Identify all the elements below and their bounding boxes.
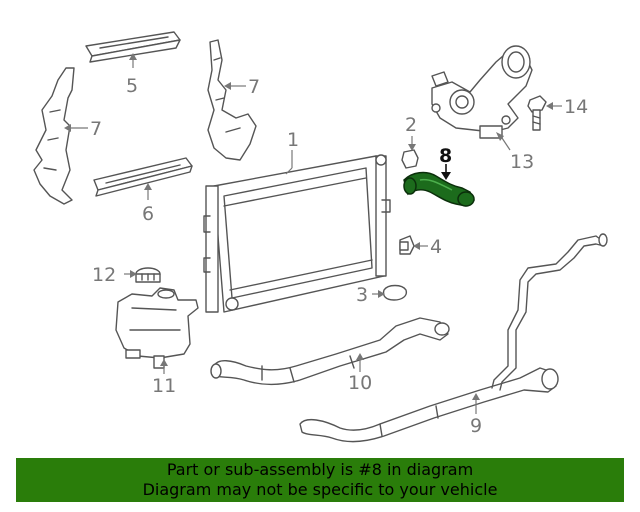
part-13-thermostat-housing	[431, 45, 533, 139]
callout-3: 3	[356, 284, 368, 306]
part-14-bolt	[527, 95, 547, 131]
callout-5: 5	[126, 75, 138, 97]
callout-12: 12	[92, 264, 116, 286]
callout-13: 13	[510, 151, 534, 173]
callout-7-left: 7	[90, 118, 102, 140]
part-9-coolant-tube	[299, 233, 608, 443]
part-7-right-air-seal	[207, 39, 257, 161]
info-banner: Part or sub-assembly is #8 in diagram Di…	[16, 458, 624, 502]
callout-11: 11	[152, 375, 176, 397]
callout-10: 10	[348, 372, 372, 394]
part-8-coolant-hose	[403, 171, 475, 207]
callout-2: 2	[405, 114, 417, 136]
part-5-upper-deflector	[85, 31, 181, 63]
banner-line-1: Part or sub-assembly is #8 in diagram	[166, 460, 474, 479]
callout-6: 6	[142, 203, 154, 225]
part-11-coolant-reservoir	[115, 287, 199, 369]
part-4-clip	[399, 235, 415, 255]
callout-4: 4	[430, 236, 442, 258]
part-6-lower-deflector	[93, 157, 193, 197]
part-3-seal	[382, 284, 408, 301]
part-12-reservoir-cap	[135, 267, 161, 283]
callout-8: 8	[439, 145, 452, 167]
callout-1: 1	[287, 129, 299, 151]
part-10-lower-hose	[210, 317, 450, 386]
parts-diagram: 5 7 7 6 1 2	[33, 31, 608, 443]
part-7-left-air-seal	[33, 67, 75, 205]
banner-line-2: Diagram may not be specific to your vehi…	[142, 480, 498, 499]
callout-9: 9	[470, 415, 482, 437]
callout-14: 14	[564, 96, 588, 118]
callout-7-right: 7	[248, 76, 260, 98]
part-1-radiator	[203, 154, 391, 313]
part-2-clip	[401, 149, 419, 169]
